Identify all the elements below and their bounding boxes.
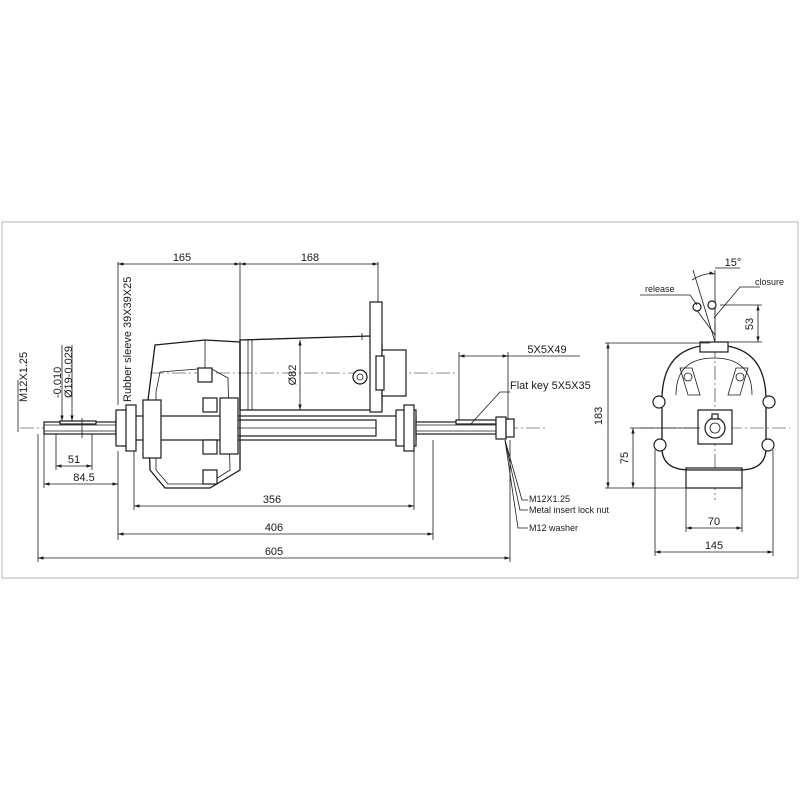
label-nut-thread: M12X1.25 bbox=[529, 494, 570, 504]
dim-406: 406 bbox=[265, 522, 283, 534]
end-view: 183 75 70 145 53 15° release closure bbox=[593, 257, 790, 556]
dim-d82: Ø82 bbox=[287, 365, 299, 386]
dim-165: 165 bbox=[173, 252, 191, 264]
drawing-frame bbox=[1, 221, 799, 579]
dim-145: 145 bbox=[705, 540, 723, 552]
gearbox bbox=[142, 339, 241, 489]
label-shaft-tol-lower: Ø19-0.029 bbox=[63, 346, 75, 398]
dim-51: 51 bbox=[68, 454, 80, 466]
dim-15-deg: 15° bbox=[725, 257, 742, 269]
label-washer: M12 washer bbox=[529, 523, 578, 533]
label-flat-key: Flat key 5X5X35 bbox=[510, 380, 591, 392]
label-lock-nut: Metal insert lock nut bbox=[529, 505, 610, 515]
dim-70: 70 bbox=[708, 516, 720, 528]
motor bbox=[239, 301, 407, 413]
dim-183: 183 bbox=[593, 407, 605, 425]
label-release: release bbox=[645, 284, 675, 294]
label-shaft-tol-upper: -0.010 bbox=[52, 367, 64, 398]
axle-tube bbox=[115, 404, 417, 452]
dim-356: 356 bbox=[263, 494, 281, 506]
dimension-lines bbox=[17, 262, 580, 562]
dim-53: 53 bbox=[744, 318, 756, 330]
end-view-dimension-lines bbox=[605, 267, 774, 556]
right-shaft bbox=[415, 416, 515, 440]
dim-605: 605 bbox=[265, 546, 283, 558]
dim-84-5: 84.5 bbox=[73, 472, 94, 484]
callout-leaders bbox=[469, 391, 528, 529]
dim-168: 168 bbox=[301, 252, 319, 264]
left-shaft bbox=[43, 418, 117, 438]
dim-5x5x49: 5X5X49 bbox=[527, 344, 566, 356]
label-rubber-sleeve: Rubber sleeve 39X39X25 bbox=[122, 277, 134, 402]
side-view: 165 168 Ø82 51 84.5 356 406 605 5X5X49 R… bbox=[17, 252, 610, 562]
label-thread-m12: M12X1.25 bbox=[18, 352, 30, 402]
dim-75: 75 bbox=[619, 452, 631, 464]
label-closure: closure bbox=[755, 277, 784, 287]
